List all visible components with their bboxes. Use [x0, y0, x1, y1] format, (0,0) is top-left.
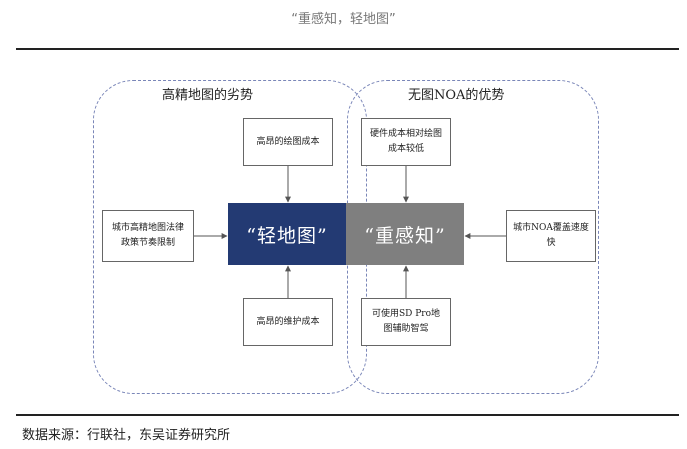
heavy-perception-box: “重感知” — [346, 203, 464, 265]
right-region-title: 无图NOA的优势 — [408, 88, 505, 103]
left-region-title: 高精地图的劣势 — [162, 88, 254, 103]
left-side-box: 城市高精地图法律政策节奏限制 — [102, 210, 194, 262]
left-bottom-box: 高昂的维护成本 — [243, 298, 333, 346]
right-bottom-box: 可使用SD Pro地图辅助智驾 — [361, 298, 451, 346]
left-top-box: 高昂的绘图成本 — [243, 118, 333, 166]
figure-caption: “重感知，轻地图” — [291, 12, 396, 27]
light-map-box: “轻地图” — [228, 203, 346, 265]
right-top-box: 硬件成本相对绘图成本较低 — [361, 118, 451, 166]
top-rule — [16, 48, 679, 50]
bottom-rule — [16, 414, 679, 416]
data-source: 数据来源：行联社，东吴证券研究所 — [22, 428, 231, 443]
right-side-box: 城市NOA覆盖速度快 — [506, 210, 596, 262]
